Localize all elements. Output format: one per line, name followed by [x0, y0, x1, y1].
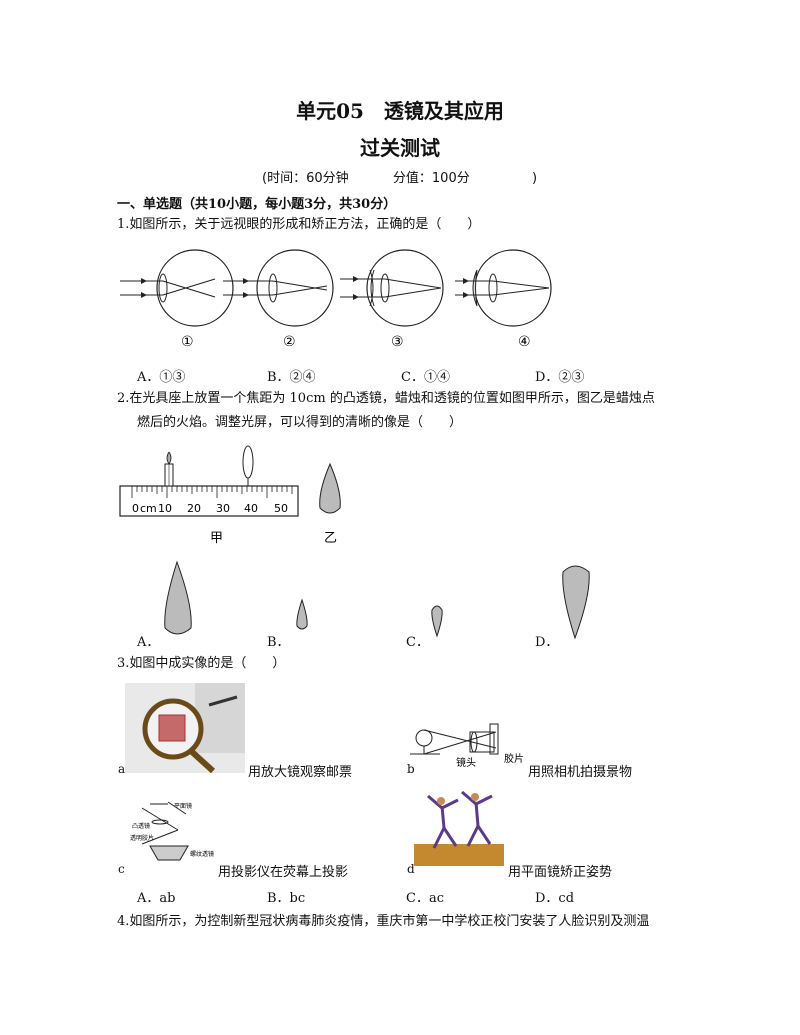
projector-film-label: 透明胶片 — [130, 834, 154, 842]
eye-figure-3 — [340, 249, 444, 327]
ruler-label-40: 40 — [244, 502, 258, 515]
q3-option-c[interactable]: C．ac — [406, 891, 444, 906]
stamp-icon — [158, 714, 186, 742]
eye-figure-1 — [120, 249, 234, 327]
q3-item-c-text: 用投影仪在荧幕上投影 — [218, 865, 349, 880]
q4-stem: 4.如图所示，为控制新型冠状病毒肺炎疫情，重庆市第一中学校正校门安装了人脸识别及… — [117, 914, 650, 929]
q3-item-b-text: 用照相机拍摄景物 — [528, 765, 633, 780]
q3-option-b[interactable]: B．bc — [267, 891, 306, 906]
camera-diagram: 镜头 胶片 — [410, 723, 524, 769]
ruler-label-cm: cm — [140, 502, 157, 515]
candle-icon — [164, 451, 174, 487]
q2-option-b[interactable]: B． — [267, 635, 290, 650]
flame-yi-icon — [319, 462, 341, 514]
score-info: 分值：100分 — [392, 171, 470, 186]
q2-option-d[interactable]: D． — [535, 635, 559, 650]
magnifier-photo — [125, 683, 245, 773]
q2-option-c[interactable]: C． — [406, 635, 429, 650]
q1-option-b[interactable]: B．②④ — [267, 370, 316, 385]
q1-option-c[interactable]: C．①④ — [401, 370, 450, 385]
q3-option-d[interactable]: D．cd — [535, 891, 575, 906]
ruler-ticks — [131, 486, 293, 498]
flame-d-icon — [562, 565, 590, 640]
ruler-label-10: 10 — [158, 502, 172, 515]
q3-item-d-text: 用平面镜矫正姿势 — [508, 865, 613, 880]
q2-stem-line1: 2.在光具座上放置一个焦距为 10cm 的凸透镜，蜡烛和透镜的位置如图甲所示，图… — [117, 391, 655, 406]
fig-label-3: ③ — [391, 334, 404, 350]
camera-lens-label: 镜头 — [456, 756, 476, 769]
q3-item-a-letter: a — [118, 762, 126, 776]
exam-meta: (时间：60分钟 分值：100分 ) — [262, 167, 541, 186]
projector-lens-label: 凸透镜 — [132, 822, 150, 830]
ruler-label-50: 50 — [274, 502, 288, 515]
q3-option-a[interactable]: A．ab — [137, 891, 176, 906]
fig-label-1: ① — [181, 334, 194, 350]
convex-lens-icon — [242, 445, 254, 486]
q1-eye-figures: ① ② ③ ④ — [120, 249, 552, 350]
ruler-label-20: 20 — [187, 502, 201, 515]
section-heading: 一、单选题（共10小题，每小题3分，共30分） — [117, 197, 397, 212]
page-title: 单元05 透镜及其应用 — [296, 99, 504, 123]
q2-option-flames — [164, 560, 590, 640]
close-paren: ) — [532, 171, 538, 186]
q3-stem: 3.如图中成实像的是（ ） — [117, 656, 286, 671]
q2-optical-bench-figure: 0 cm 10 20 30 40 50 甲 乙 — [119, 445, 341, 546]
dancer-figure — [427, 794, 459, 849]
eye-figure-4 — [455, 249, 552, 327]
q2-stem-line2: 燃后的火焰。调整光屏，可以得到的清晰的像是（ ） — [137, 415, 463, 430]
projector-mirror-label: 平面镜 — [174, 802, 192, 810]
page-subtitle: 过关测试 — [360, 136, 440, 160]
q3-item-b-letter: b — [407, 762, 415, 776]
ruler-label-0: 0 — [132, 502, 139, 515]
q1-option-a[interactable]: A．①③ — [137, 370, 186, 385]
dancers-photo — [414, 786, 504, 866]
flame-c-icon — [431, 605, 443, 638]
flame-b-icon — [296, 598, 308, 630]
projector-diagram: 平面镜 凸透镜 透明胶片 螺纹透镜 — [130, 801, 214, 861]
ruler-label-30: 30 — [216, 502, 230, 515]
projector-condenser-label: 螺纹透镜 — [190, 850, 214, 858]
fig-jia-label: 甲 — [210, 531, 223, 546]
camera-film-label: 胶片 — [504, 752, 524, 765]
fig-label-2: ② — [283, 334, 296, 350]
time-info: (时间：60分钟 — [262, 171, 349, 186]
q1-option-d[interactable]: D．②③ — [535, 370, 585, 385]
fig-yi-label: 乙 — [324, 531, 337, 546]
fig-label-4: ④ — [518, 334, 531, 350]
q3-item-c-letter: c — [118, 862, 125, 876]
eye-figure-2 — [223, 249, 334, 327]
q2-option-a[interactable]: A． — [137, 635, 160, 650]
q1-stem: 1.如图所示，关于远视眼的形成和矫正方法，正确的是（ ） — [117, 217, 481, 232]
dancer-reflection — [461, 790, 493, 847]
q3-item-d-letter: d — [407, 862, 415, 876]
flame-a-icon — [164, 560, 192, 635]
q3-item-a-text: 用放大镜观察邮票 — [248, 765, 353, 780]
